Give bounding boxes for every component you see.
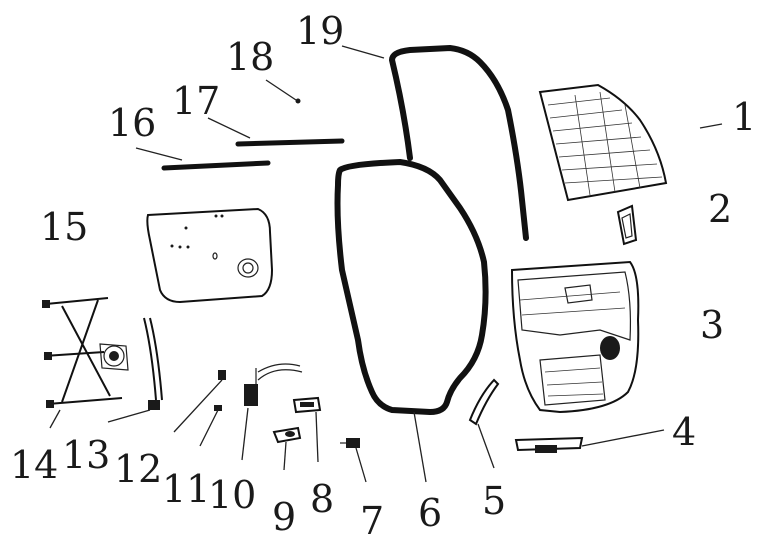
label-part-13: 13 xyxy=(62,433,110,477)
part-10-door-lock xyxy=(244,363,303,406)
part-14-window-regulator xyxy=(42,297,129,408)
label-part-18: 18 xyxy=(226,35,274,79)
label-part-12: 12 xyxy=(114,447,162,491)
leader-lines xyxy=(49,45,723,483)
label-part-3: 3 xyxy=(700,303,724,347)
part-3-door-trim-panel xyxy=(510,260,640,414)
part-1-door-glass xyxy=(538,83,668,202)
label-part-10: 10 xyxy=(208,473,256,517)
part-16-weatherstrip xyxy=(161,160,271,171)
label-part-15: 15 xyxy=(40,205,88,249)
part-11-fastener xyxy=(214,405,222,411)
part-6-door-opening-seal xyxy=(334,159,489,415)
label-part-11: 11 xyxy=(162,467,210,511)
part-7-switch xyxy=(340,438,360,448)
label-part-17: 17 xyxy=(172,79,220,123)
label-part-4: 4 xyxy=(672,410,696,454)
label-part-6: 6 xyxy=(418,491,442,535)
label-part-9: 9 xyxy=(272,495,296,539)
part-9-inner-handle xyxy=(272,426,302,444)
label-part-5: 5 xyxy=(482,479,506,523)
part-12-clip xyxy=(218,370,226,380)
part-17-weatherstrip xyxy=(235,138,345,147)
label-part-8: 8 xyxy=(310,477,334,521)
part-8-handle-bezel xyxy=(292,396,322,414)
part-4-lower-trim-strip xyxy=(514,436,584,453)
part-18-clip xyxy=(295,98,301,104)
label-part-1: 1 xyxy=(732,95,756,139)
part-15-inner-sheet-panel xyxy=(146,207,274,304)
label-part-14: 14 xyxy=(10,443,58,487)
part-13-guide-rail xyxy=(143,317,163,410)
label-part-16: 16 xyxy=(108,101,156,145)
label-part-19: 19 xyxy=(296,9,344,53)
part-19-window-frame-seal xyxy=(389,45,529,241)
label-part-2: 2 xyxy=(708,187,732,231)
part-5-curved-seal-strip xyxy=(468,378,500,426)
label-part-7: 7 xyxy=(360,499,384,543)
part-2-corner-trim xyxy=(616,204,638,246)
